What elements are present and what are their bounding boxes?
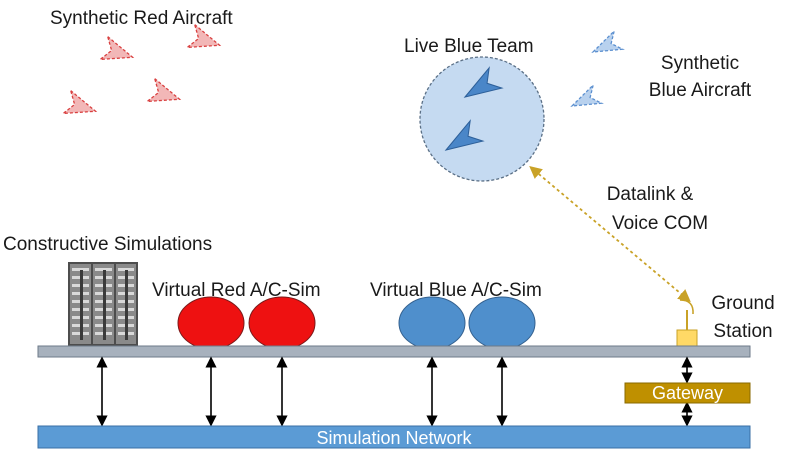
antenna-icon xyxy=(676,299,698,348)
virtual-red-sim-1 xyxy=(177,296,245,350)
datalink-label-line2: Voice COM xyxy=(611,213,709,234)
synthetic-red-aircraft xyxy=(185,22,222,49)
synthetic-red-label: Synthetic Red Aircraft xyxy=(50,8,233,29)
synthetic-blue-label-line2: Blue Aircraft xyxy=(648,80,752,101)
live-blue-team-area xyxy=(419,56,545,182)
gateway-box xyxy=(624,382,751,404)
connection-arrows xyxy=(96,356,693,427)
live-blue-aircraft xyxy=(463,66,504,98)
constructive-simulations-label: Constructive Simulations xyxy=(3,234,213,255)
synthetic-red-aircraft xyxy=(61,88,98,115)
virtual-blue-sim-1 xyxy=(398,296,466,350)
virtual-blue-sim-2 xyxy=(468,296,536,350)
live-blue-aircraft xyxy=(444,119,485,151)
synthetic-red-aircraft xyxy=(98,34,135,61)
synthetic-red-aircraft-group xyxy=(61,22,222,115)
live-blue-team-label: Live Blue Team xyxy=(404,36,534,57)
virtual-red-sim-2 xyxy=(248,296,316,350)
synthetic-blue-aircraft xyxy=(570,83,604,107)
virtual-red-label: Virtual Red A/C-Sim xyxy=(152,280,321,301)
simulation-network-label: Simulation Network xyxy=(316,428,472,448)
ground-station-label-line2: Station xyxy=(713,321,773,342)
synthetic-blue-aircraft xyxy=(591,29,625,53)
upper-bus-bar xyxy=(37,345,751,358)
synthetic-red-aircraft xyxy=(145,76,182,103)
synthetic-blue-label-line1: Synthetic xyxy=(660,53,740,74)
datalink-label-line1: Datalink & xyxy=(606,184,694,205)
server-rack-icon xyxy=(68,262,138,346)
virtual-blue-label: Virtual Blue A/C-Sim xyxy=(370,280,542,301)
ground-station-label-line1: Ground xyxy=(711,293,775,314)
gateway-label: Gateway xyxy=(651,383,724,403)
simulation-network-bar xyxy=(37,425,751,449)
synthetic-blue-aircraft-group xyxy=(570,29,625,107)
